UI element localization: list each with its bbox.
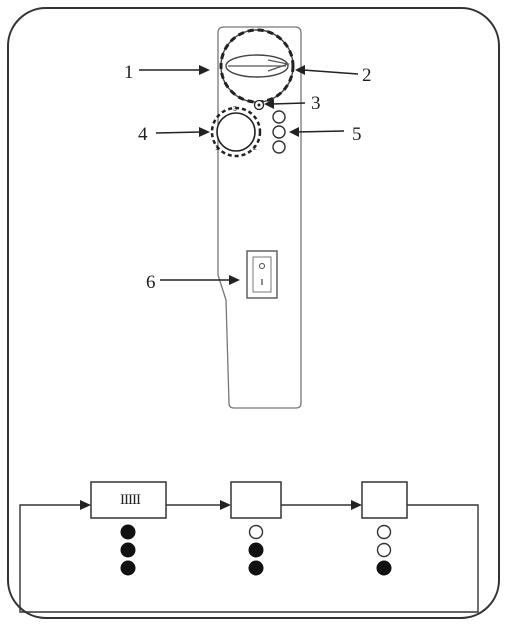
stage-2-indicator-1: [248, 524, 264, 540]
callout-4: 4: [138, 124, 148, 145]
thermostat-knob[interactable]: [219, 28, 295, 104]
power-switch[interactable]: [246, 250, 278, 299]
dial-mark-left: 1: [215, 145, 219, 152]
selector-dial[interactable]: 3 1 2: [210, 106, 262, 158]
stage-2-indicator-3: [248, 560, 264, 576]
dial-mark-top: 3: [233, 106, 237, 113]
stage-2-indicator-2: [248, 542, 264, 558]
stage-3-indicator-1: [376, 524, 392, 540]
callout-6: 6: [146, 272, 156, 293]
stage-box-1-text: IIIII: [120, 492, 141, 508]
stage-box-2: [230, 481, 282, 519]
callout-2: 2: [362, 65, 372, 86]
callout-1: 1: [124, 62, 134, 83]
stage-1-indicator-2: [120, 542, 136, 558]
stage-indicators: [120, 524, 392, 576]
callout-3: 3: [311, 93, 321, 114]
small-indicator: [253, 99, 265, 111]
indicator-lamps: [272, 110, 286, 154]
stage-1-indicator-1: [120, 524, 136, 540]
dial-mark-right: 2: [253, 145, 257, 152]
stage-1-indicator-3: [120, 560, 136, 576]
callout-arrows: [139, 65, 359, 285]
indicator-lamp: [272, 110, 286, 124]
stage-3-indicator-3: [376, 560, 392, 576]
callout-5: 5: [352, 124, 362, 145]
indicator-lamp: [272, 140, 286, 154]
stage-box-3: [361, 481, 408, 519]
indicator-lamp: [272, 125, 286, 139]
stage-3-indicator-2: [376, 542, 392, 558]
outer-frame: [7, 7, 500, 619]
sequence-loop: [19, 500, 479, 613]
stage-box-1: [90, 481, 167, 519]
